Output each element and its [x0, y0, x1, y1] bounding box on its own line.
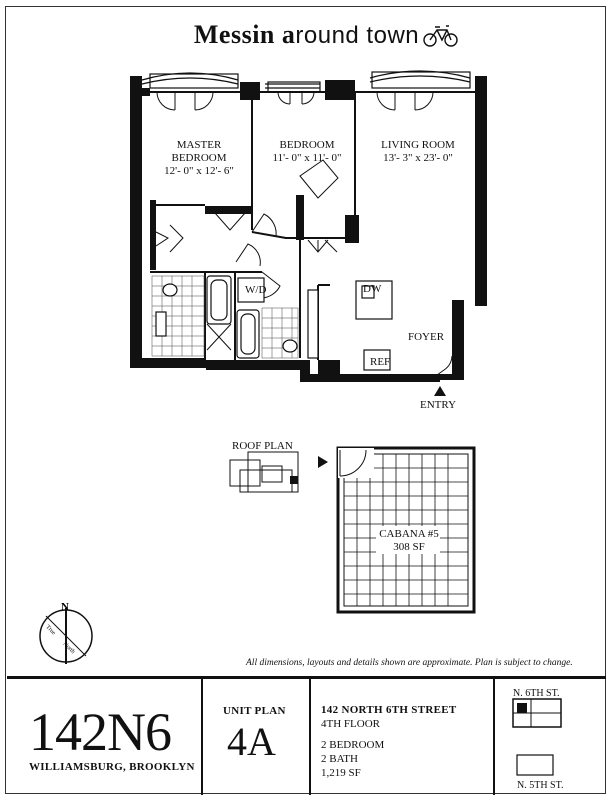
- disclaimer-text: All dimensions, layouts and details show…: [246, 658, 573, 668]
- cabana-name: CABANA #5: [379, 528, 439, 540]
- address-block: 142 NORTH 6TH STREET 4TH FLOOR 2 BEDROOM…: [311, 679, 495, 795]
- ref-label: REF: [370, 356, 390, 368]
- bedroom-name: BEDROOM: [279, 139, 335, 151]
- living-dims: 13'- 3" x 23'- 0": [383, 152, 453, 164]
- master-bedroom-label: MASTER BEDROOM 12'- 0" x 12'- 6": [150, 139, 248, 178]
- footer-bar: 142N6 WILLIAMSBURG, BROOKLYN UNIT PLAN 4…: [7, 676, 606, 795]
- floor: 4TH FLOOR: [321, 718, 380, 730]
- master-name-line2: BEDROOM: [171, 152, 227, 164]
- cabana-grid: [336, 446, 476, 614]
- unit-plan-block: UNIT PLAN 4A: [203, 679, 311, 795]
- entry-label: ENTRY: [420, 399, 457, 411]
- page-frame: [5, 6, 606, 794]
- dw-label: DW: [363, 283, 382, 295]
- key-plan: N. 6TH ST. N. 5TH ST.: [495, 679, 606, 795]
- master-name-line1: MASTER: [176, 139, 222, 151]
- compass-true: True: [44, 624, 56, 636]
- entry-arrow-icon: [434, 386, 446, 396]
- address: 142 NORTH 6TH STREET: [321, 704, 457, 716]
- building-location: WILLIAMSBURG, BROOKLYN: [29, 761, 195, 773]
- roof-plan-label: ROOF PLAN: [232, 440, 293, 452]
- street-south-label: N. 5TH ST.: [517, 780, 564, 791]
- page-title: Messin around town: [0, 20, 613, 50]
- title-light-words: round town: [295, 22, 420, 49]
- title-bold-letter: a: [281, 20, 296, 49]
- unit-plan-number: 4A: [227, 719, 276, 764]
- area: 1,219 SF: [321, 767, 361, 779]
- title-bold-word: Messin: [193, 20, 275, 49]
- bedrooms: 2 BEDROOM: [321, 739, 385, 751]
- building-code: 142N6: [29, 702, 172, 762]
- wd-label: W/D: [245, 284, 266, 296]
- living-room-label: LIVING ROOM 13'- 3" x 23'- 0": [365, 139, 471, 165]
- street-north-label: N. 6TH ST.: [513, 688, 560, 699]
- foyer-label: FOYER: [408, 331, 445, 343]
- compass-north-letter: N: [61, 601, 69, 613]
- bedroom-dims: 11'- 0" x 11'- 0": [272, 152, 342, 164]
- building-block: 142N6 WILLIAMSBURG, BROOKLYN: [7, 679, 203, 795]
- cabana-label: CABANA #5 308 SF: [372, 528, 446, 554]
- unit-plan-label: UNIT PLAN: [223, 705, 286, 717]
- cabana-size: 308 SF: [393, 541, 425, 553]
- baths: 2 BATH: [321, 753, 358, 765]
- key-plan-icon: [512, 698, 562, 776]
- roof-arrow-icon: [318, 456, 328, 468]
- bedroom-label: BEDROOM 11'- 0" x 11'- 0": [262, 139, 352, 165]
- master-dims: 12'- 0" x 12'- 6": [164, 165, 234, 177]
- living-name: LIVING ROOM: [381, 139, 455, 151]
